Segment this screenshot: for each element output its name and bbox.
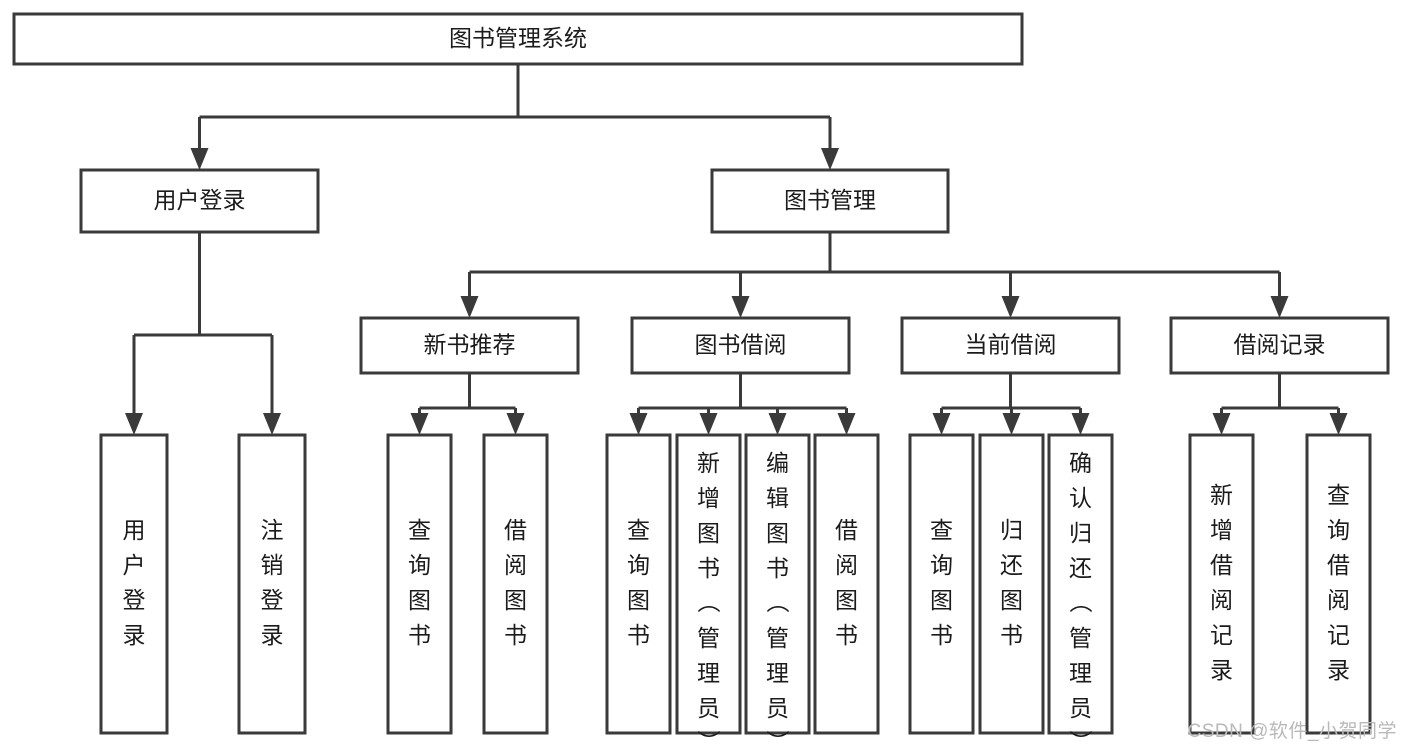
node-box: [744, 433, 811, 735]
node-label: 注销登录: [261, 517, 284, 648]
node-login-do[interactable]: 用户登录: [99, 433, 169, 735]
node-bb-query-book[interactable]: 查询图书: [605, 433, 672, 735]
node-label: 新增借阅记录: [1210, 482, 1233, 683]
node-box: [630, 316, 851, 375]
watermark-label: CSDN @软件_小贺同学: [1187, 721, 1397, 742]
node-label: 借阅记录: [1234, 332, 1326, 358]
node-logout-do[interactable]: 注销登录: [237, 433, 307, 735]
node-box: [482, 433, 549, 735]
node-label: 图书管理系统: [449, 25, 587, 51]
node-cb-return-book[interactable]: 归还图书: [978, 433, 1045, 735]
node-undefined[interactable]: 图书管理系统: [12, 12, 1024, 66]
node-bb-edit-book[interactable]: 编辑图书（管理员）: [744, 433, 811, 747]
node-box: [359, 316, 580, 375]
node-book-manage[interactable]: 图书管理: [710, 168, 950, 234]
node-box: [386, 433, 453, 735]
node-label: 用户登录: [154, 187, 246, 213]
node-bb-add-book[interactable]: 新增图书（管理员）: [675, 433, 742, 747]
node-book-borrow[interactable]: 图书借阅: [630, 316, 851, 375]
node-nbr-borrow-book[interactable]: 借阅图书: [482, 433, 549, 735]
node-box: [710, 168, 950, 234]
node-label: 当前借阅: [965, 332, 1057, 358]
node-br-add-record[interactable]: 新增借阅记录: [1188, 433, 1255, 735]
node-label: 查询图书: [408, 517, 431, 648]
node-current-borrow[interactable]: 当前借阅: [900, 316, 1121, 375]
node-box: [1305, 433, 1372, 735]
node-layer: 图书管理系统用户登录用户登录注销登录图书管理新书推荐查询图书借阅图书图书借阅查询…: [12, 12, 1390, 747]
node-box: [1188, 433, 1255, 735]
node-box: [813, 433, 880, 735]
node-label: 查询图书: [627, 517, 650, 648]
node-box: [79, 168, 320, 234]
node-label: 归还图书: [1000, 517, 1023, 648]
node-borrow-record[interactable]: 借阅记录: [1169, 316, 1390, 375]
node-label: 用户登录: [123, 517, 146, 648]
node-label: 借阅图书: [835, 517, 858, 648]
node-new-book-recommend[interactable]: 新书推荐: [359, 316, 580, 375]
node-bb-borrow-book[interactable]: 借阅图书: [813, 433, 880, 735]
node-cb-query-book[interactable]: 查询图书: [908, 433, 975, 735]
node-label: 查询借阅记录: [1327, 482, 1350, 683]
node-box: [978, 433, 1045, 735]
node-box: [1047, 433, 1114, 735]
node-cb-confirm-return[interactable]: 确认归还（管理员）: [1047, 433, 1114, 747]
node-br-query-record[interactable]: 查询借阅记录: [1305, 433, 1372, 735]
node-box: [675, 433, 742, 735]
node-box: [900, 316, 1121, 375]
node-label: 新书推荐: [424, 332, 516, 358]
node-label: 新增图书（管理员）: [697, 450, 721, 747]
node-box: [605, 433, 672, 735]
node-label: 确认归还（管理员）: [1069, 450, 1093, 747]
node-box: [99, 433, 169, 735]
node-label: 图书管理: [784, 187, 876, 213]
node-box: [1169, 316, 1390, 375]
node-label: 查询图书: [930, 517, 953, 648]
node-box: [237, 433, 307, 735]
node-label: 图书借阅: [695, 332, 787, 358]
node-box: [12, 12, 1024, 66]
node-user-login[interactable]: 用户登录: [79, 168, 320, 234]
node-label: 编辑图书（管理员）: [766, 450, 790, 747]
connector-layer: [125, 64, 1348, 435]
node-box: [908, 433, 975, 735]
node-nbr-query-book[interactable]: 查询图书: [386, 433, 453, 735]
node-label: 借阅图书: [504, 517, 527, 648]
